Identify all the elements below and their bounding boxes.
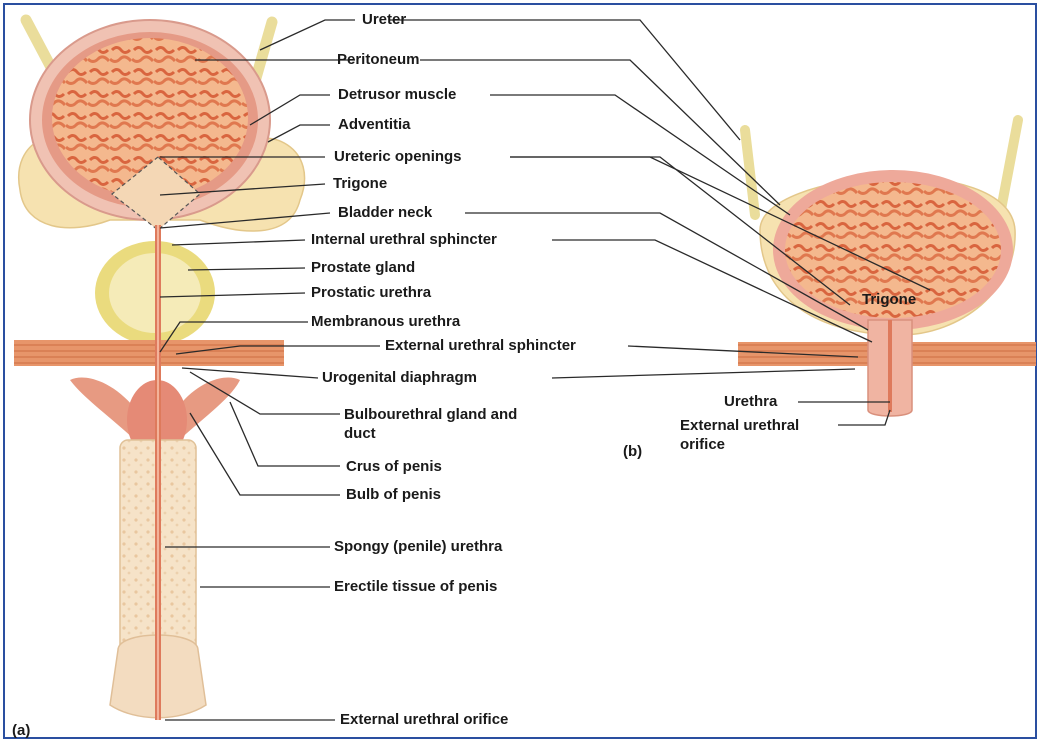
label-erectile-tissue: Erectile tissue of penis — [334, 578, 497, 596]
label-trigone-b: Trigone — [862, 291, 916, 309]
label-prostatic-urethra: Prostatic urethra — [311, 284, 431, 302]
label-spongy-urethra: Spongy (penile) urethra — [334, 538, 502, 556]
label-bladder-neck: Bladder neck — [338, 204, 432, 222]
label-ureter: Ureter — [362, 11, 406, 29]
label-crus-of-penis: Crus of penis — [346, 458, 442, 476]
panel-a-tag: (a) — [12, 722, 30, 740]
label-external-urethral-sphincter: External urethral sphincter — [385, 337, 576, 355]
label-detrusor-muscle: Detrusor muscle — [338, 86, 456, 104]
label-adventitia: Adventitia — [338, 116, 411, 134]
label-membranous-urethra: Membranous urethra — [311, 313, 460, 331]
label-prostate-gland: Prostate gland — [311, 259, 415, 277]
label-internal-urethral-sphincter: Internal urethral sphincter — [311, 231, 497, 249]
label-bulb-of-penis: Bulb of penis — [346, 486, 441, 504]
label-external-urethral-orifice-a: External urethral orifice — [340, 711, 508, 729]
label-trigone-a: Trigone — [333, 175, 387, 193]
panel-b-tag: (b) — [623, 443, 642, 461]
label-ureteric-openings: Ureteric openings — [334, 148, 462, 166]
label-urethra-b: Urethra — [724, 393, 777, 411]
label-external-urethral-orifice-b: External urethral orifice — [680, 416, 840, 454]
label-peritoneum: Peritoneum — [337, 51, 420, 69]
leader-lines — [160, 20, 930, 720]
panel-a-illustration — [14, 20, 305, 720]
label-bulbourethral-gland: Bulbourethral gland and duct — [344, 405, 544, 443]
label-urogenital-diaphragm: Urogenital diaphragm — [322, 369, 477, 387]
